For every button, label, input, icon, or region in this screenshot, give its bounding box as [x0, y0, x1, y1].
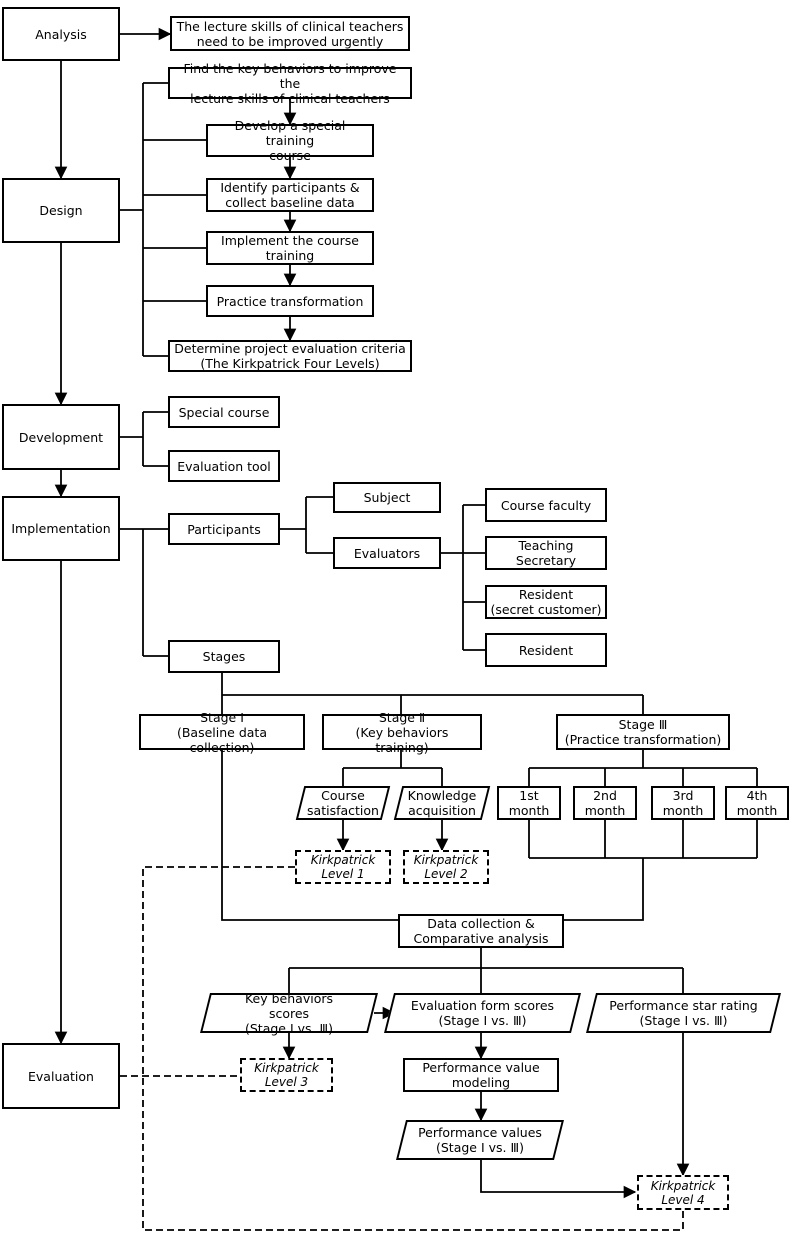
key-behaviors-scores-label: Key behaviors scores (Stage Ⅰ vs. Ⅲ)	[244, 990, 333, 1036]
evaluation-tool-box: Evaluation tool	[168, 450, 280, 482]
performance-values-label: Performance values (Stage Ⅰ vs. Ⅲ)	[418, 1125, 542, 1155]
knowledge-acquisition-box: Knowledge acquisition	[393, 786, 491, 820]
stage-1-box: Stage Ⅰ (Baseline data collection)	[139, 710, 305, 755]
dashed-kirkpatrick-loop	[142, 866, 684, 1231]
course-faculty-box: Course faculty	[485, 488, 607, 522]
arrow-values-kp4	[480, 1160, 637, 1199]
subject-box: Subject	[333, 482, 441, 513]
kirkpatrick-level-1-box: Kirkpatrick Level 1	[295, 850, 391, 884]
month-1-box: 1st month	[497, 786, 561, 820]
phase-design: Design	[2, 178, 120, 243]
stage-3-box: Stage Ⅲ (Practice transformation)	[556, 714, 730, 750]
kirkpatrick-level-4-box: Kirkpatrick Level 4	[637, 1175, 729, 1210]
identify-participants-box: Identify participants & collect baseline…	[206, 178, 374, 212]
stage-2-box: Stage Ⅱ (Key behaviors training)	[322, 710, 482, 755]
resident-box: Resident	[485, 633, 607, 667]
course-satisfaction-label: Course satisfaction	[307, 788, 379, 818]
performance-value-modeling-box: Performance value modeling	[403, 1058, 559, 1092]
need-box: The lecture skills of clinical teachers …	[170, 16, 410, 51]
key-behaviors-scores-box: Key behaviors scores (Stage Ⅰ vs. Ⅲ)	[200, 990, 378, 1036]
implement-training-box: Implement the course training	[206, 231, 374, 265]
phase-evaluation: Evaluation	[2, 1043, 120, 1109]
stage1-to-data-collection	[221, 750, 398, 921]
month-4-box: 4th month	[725, 786, 789, 820]
teaching-secretary-box: Teaching Secretary	[485, 536, 607, 570]
month-2-box: 2nd month	[573, 786, 637, 820]
special-course-box: Special course	[168, 396, 280, 428]
performance-star-rating-label: Performance star rating (Stage Ⅰ vs. Ⅲ)	[609, 998, 758, 1028]
performance-star-rating-box: Performance star rating (Stage Ⅰ vs. Ⅲ)	[586, 993, 781, 1033]
determine-criteria-box: Determine project evaluation criteria (T…	[168, 340, 412, 372]
find-behaviors-box: Find the key behaviors to improve the le…	[168, 61, 412, 106]
resident-secret-customer-box: Resident (secret customer)	[485, 585, 607, 619]
phase-implementation: Implementation	[2, 496, 120, 561]
evaluation-form-scores-label: Evaluation form scores (Stage Ⅰ vs. Ⅲ)	[410, 998, 555, 1028]
month-3-box: 3rd month	[651, 786, 715, 820]
phase-development: Development	[2, 404, 120, 470]
kirkpatrick-level-3-box: Kirkpatrick Level 3	[240, 1058, 333, 1092]
data-collection-box: Data collection & Comparative analysis	[398, 914, 564, 948]
stage3-to-data-collection	[564, 858, 644, 921]
knowledge-acquisition-label: Knowledge acquisition	[407, 788, 477, 818]
practice-transformation-box: Practice transformation	[206, 285, 374, 317]
course-satisfaction-box: Course satisfaction	[295, 786, 391, 820]
phase-analysis: Analysis	[2, 7, 120, 61]
stages-box: Stages	[168, 640, 280, 673]
participants-box: Participants	[168, 513, 280, 545]
develop-course-box: Develop a special training course	[206, 118, 374, 163]
evaluation-form-scores-box: Evaluation form scores (Stage Ⅰ vs. Ⅲ)	[384, 993, 581, 1033]
performance-values-box: Performance values (Stage Ⅰ vs. Ⅲ)	[396, 1120, 564, 1160]
kirkpatrick-level-2-box: Kirkpatrick Level 2	[403, 850, 489, 884]
evaluators-box: Evaluators	[333, 537, 441, 569]
